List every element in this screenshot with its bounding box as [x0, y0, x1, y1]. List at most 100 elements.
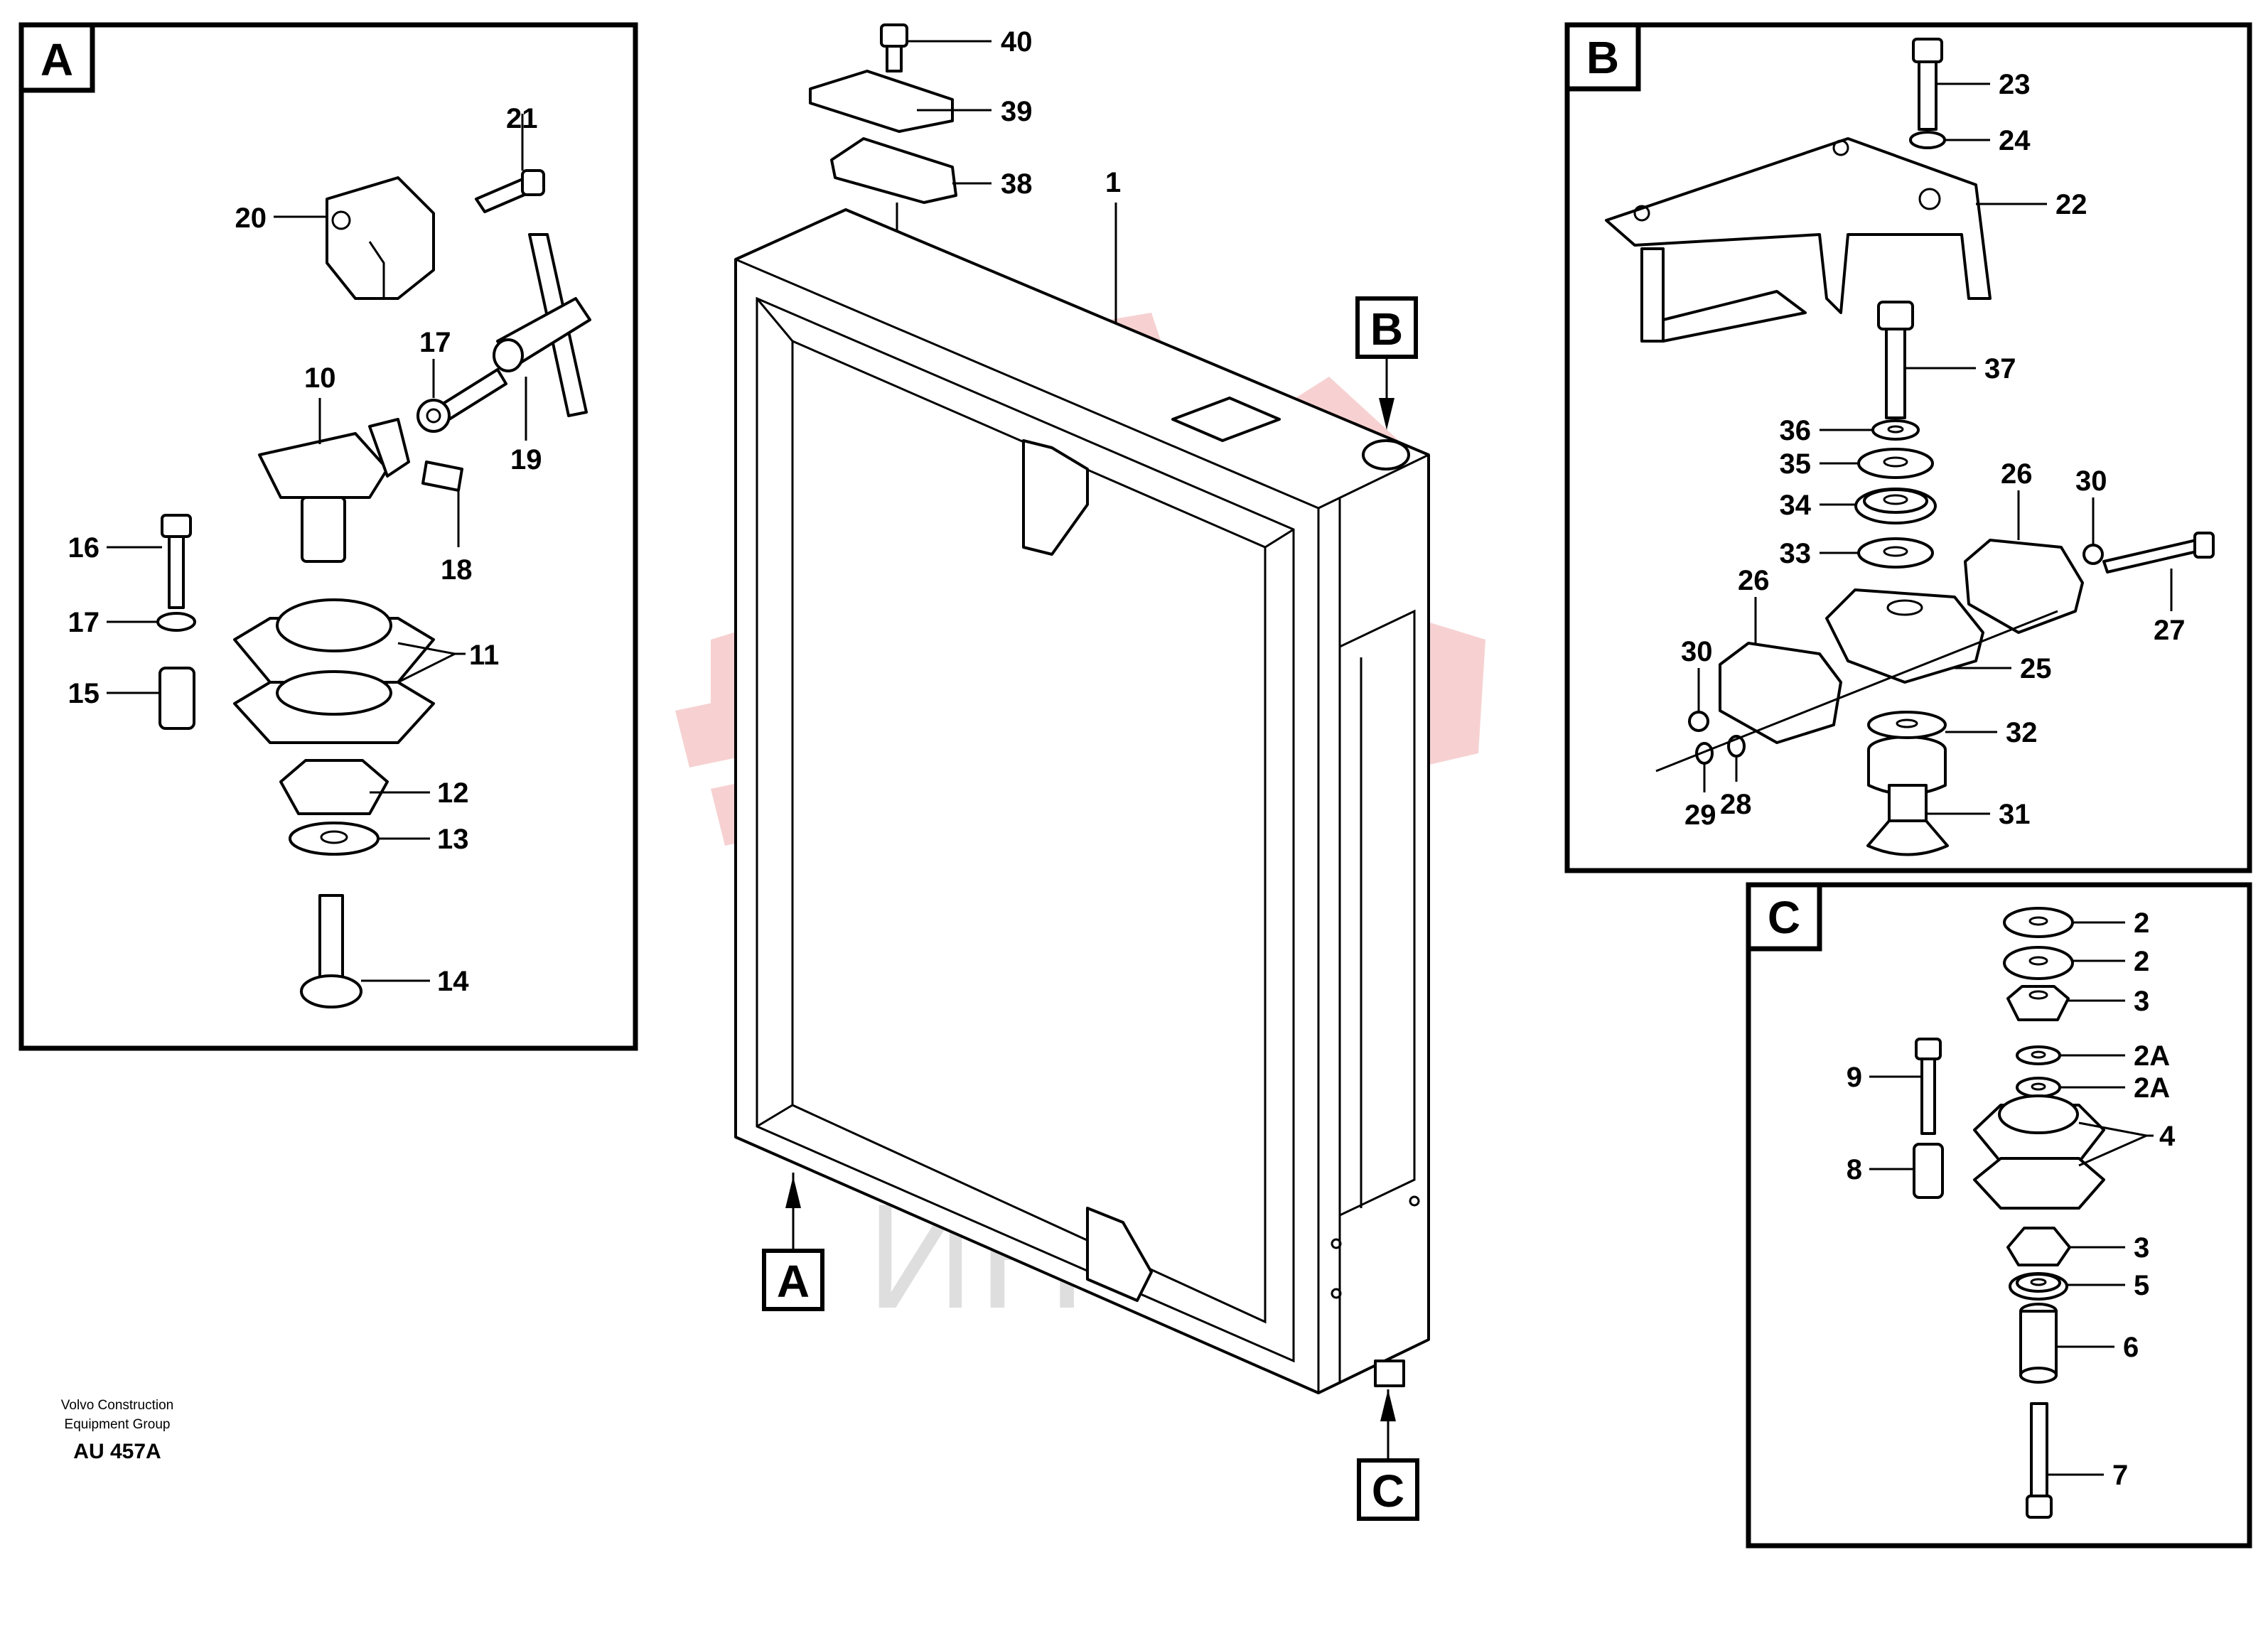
label-30-upper: 30 — [2075, 465, 2107, 497]
cone-c1-part — [2006, 985, 2070, 1021]
label-27: 27 — [2154, 615, 2186, 646]
cone-washer-part — [279, 759, 389, 815]
top-plate — [1171, 397, 1281, 442]
label-26-lower: 26 — [1738, 565, 1770, 596]
rubber-mount-part — [233, 598, 435, 744]
figure-code: AU 457A — [73, 1440, 161, 1463]
label-3-upper: 3 — [2134, 986, 2149, 1017]
publisher-credit: Volvo Construction Equipment Group AU 45… — [61, 1398, 173, 1463]
label-19: 19 — [510, 444, 542, 475]
label-38: 38 — [1001, 168, 1033, 200]
detail-panel-a: A — [18, 22, 638, 1051]
panel-a-frame — [18, 22, 638, 1051]
detail-panel-c: C — [1746, 882, 2252, 1549]
cap-screw-part — [2026, 1402, 2053, 1519]
filler-cap-part — [1362, 439, 1410, 470]
label-32: 32 — [2006, 717, 2038, 748]
label-6: 6 — [2123, 1332, 2139, 1363]
bracket-plate-part — [326, 176, 435, 300]
long-bolt-part — [161, 514, 192, 609]
bushing-34-part — [1854, 488, 1937, 524]
spacer-tube-part — [2019, 1303, 2058, 1384]
pin-part — [421, 461, 463, 492]
label-2-second: 2 — [2134, 946, 2149, 977]
small-washer-c1-part — [2016, 1045, 2061, 1065]
label-16: 16 — [68, 532, 100, 564]
label-21: 21 — [506, 103, 538, 134]
panel-c-letter-box — [1746, 882, 1822, 952]
rubber-strip-part — [830, 137, 957, 204]
through-bolt-part — [2102, 532, 2215, 574]
radiator-frame — [734, 208, 1430, 1394]
label-26-upper: 26 — [2001, 458, 2033, 490]
label-29: 29 — [1684, 800, 1716, 831]
label-4: 4 — [2159, 1121, 2176, 1152]
label-8: 8 — [1847, 1154, 1862, 1185]
lower-bracket-part — [1086, 1207, 1153, 1302]
label-5: 5 — [2134, 1270, 2149, 1301]
rubber-block-lower-part — [1719, 642, 1842, 744]
label-34: 34 — [1780, 490, 1812, 521]
bushing-c-part — [2009, 1272, 2068, 1301]
label-40: 40 — [1001, 26, 1033, 58]
label-25: 25 — [2020, 653, 2052, 684]
washer-c1-part — [2003, 907, 2074, 938]
arrow-a-icon — [785, 1176, 801, 1208]
detail-tag-c-letter: C — [1372, 1465, 1404, 1517]
flat-washer-part — [289, 822, 380, 856]
arrow-c-icon — [1380, 1389, 1396, 1421]
label-36: 36 — [1780, 415, 1812, 446]
credit-line-1: Volvo Construction — [61, 1398, 173, 1413]
top-bolt-part — [880, 23, 908, 72]
label-23: 23 — [1999, 69, 2031, 100]
cone-c2-part — [2006, 1227, 2071, 1266]
rubber-mount-c-part — [1973, 1094, 2105, 1210]
mounting-block-part — [1825, 588, 1984, 684]
arrow-b-icon — [1379, 398, 1394, 430]
bushing-32-part — [1867, 711, 1947, 796]
washer-35-part — [1857, 448, 1934, 479]
washer-33-part — [1857, 537, 1934, 569]
label-12: 12 — [437, 777, 469, 809]
upper-bracket-part — [1022, 439, 1089, 556]
label-7: 7 — [2112, 1460, 2128, 1491]
bottom-outlet-part — [1374, 1360, 1405, 1387]
washer-b-part — [1909, 131, 1946, 149]
label-24: 24 — [1999, 125, 2031, 156]
cone-bushing-part — [1866, 784, 1949, 856]
label-20: 20 — [235, 203, 267, 234]
washer-part — [156, 612, 196, 632]
screw-part — [416, 368, 507, 433]
label-14: 14 — [437, 966, 469, 997]
detail-tag-b — [1355, 296, 1418, 359]
label-17-lower: 17 — [68, 607, 100, 638]
tee-handle-part — [493, 233, 591, 417]
panel-c-frame — [1746, 882, 2252, 1549]
detail-tag-b-letter: B — [1370, 303, 1403, 355]
label-13: 13 — [437, 824, 469, 855]
label-28: 28 — [1720, 789, 1752, 820]
washer-36-part — [1871, 419, 1920, 441]
panel-b-frame — [1564, 22, 2252, 873]
bolt-part — [475, 169, 545, 213]
clamp-strip-part — [809, 70, 954, 133]
panel-b-letter-box — [1564, 22, 1641, 92]
label-2-top: 2 — [2134, 908, 2149, 939]
nut-upper-part — [2082, 544, 2104, 565]
label-1: 1 — [1105, 167, 1121, 198]
cap-knob-part — [258, 418, 410, 563]
sleeve-c-part — [1913, 1143, 1944, 1199]
nut-lower-part — [1688, 711, 1709, 732]
label-15: 15 — [68, 678, 100, 709]
label-2A-upper: 2A — [2134, 1040, 2170, 1072]
label-39: 39 — [1001, 96, 1033, 127]
top-bolt-b-part — [1912, 38, 1943, 131]
panel-c-letter: C — [1768, 892, 1800, 943]
label-35: 35 — [1780, 448, 1812, 480]
support-bracket-part — [1605, 137, 1992, 343]
label-9: 9 — [1847, 1062, 1862, 1093]
panel-b-letter: B — [1586, 32, 1619, 83]
credit-line-2: Equipment Group — [65, 1417, 171, 1432]
long-bolt-b-part — [1877, 301, 1914, 419]
flange-bolt-part — [300, 894, 362, 1008]
